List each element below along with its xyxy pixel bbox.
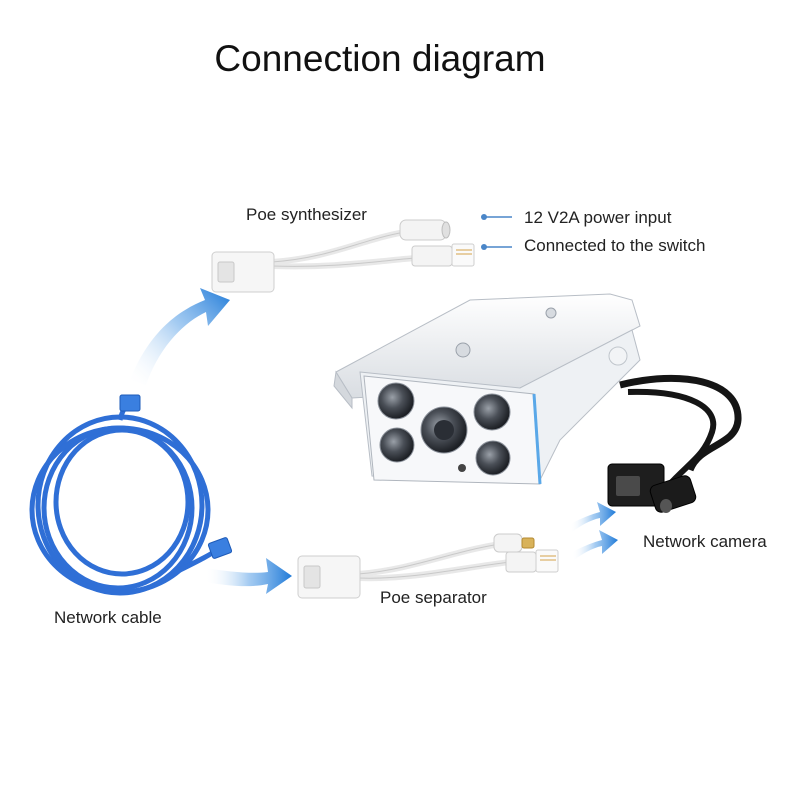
label-network-cable: Network cable <box>54 608 162 627</box>
label-power-input: 12 V2A power input <box>524 208 672 227</box>
cable-plug-bottom <box>207 537 233 559</box>
arrow-icon-camera-lower <box>572 530 618 560</box>
bullet-power-input <box>481 214 512 220</box>
page-title: Connection diagram <box>214 38 546 79</box>
cable-coil-icon <box>29 394 222 596</box>
arrow-icon-up <box>130 288 230 385</box>
arrow-icon-camera-upper <box>570 502 616 532</box>
label-poe-synthesizer: Poe synthesizer <box>246 205 367 224</box>
label-poe-separator: Poe separator <box>380 588 487 607</box>
camera-icon <box>333 293 742 513</box>
label-network-camera: Network camera <box>643 532 767 551</box>
bullet-switch <box>481 244 512 250</box>
cable-plug-top <box>119 394 141 412</box>
poe-synthesizer-icon <box>211 219 475 293</box>
label-connected-switch: Connected to the switch <box>524 236 706 255</box>
poe-separator-icon <box>297 533 559 599</box>
arrow-icon-right <box>205 558 292 594</box>
